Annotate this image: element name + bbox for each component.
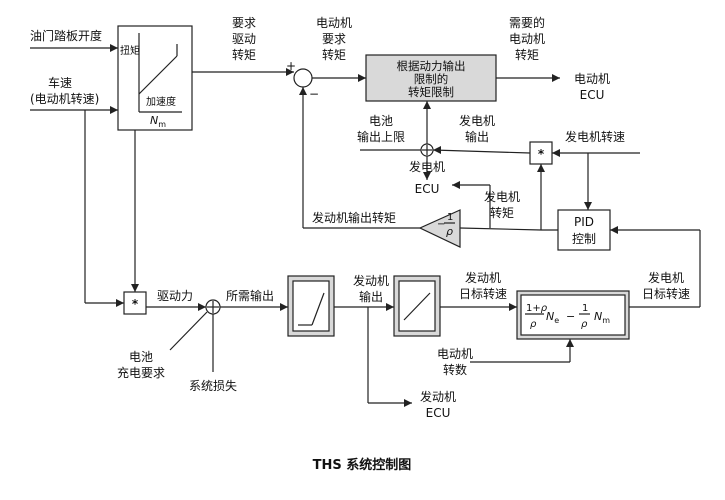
motor-speed-label-2: 转数 <box>443 362 467 377</box>
gen-out-label-2: 输出 <box>465 129 489 144</box>
drive-force-label: 驱动力 <box>157 289 193 303</box>
throttle-label: 油门踏板开度 <box>30 28 102 43</box>
engine-ecu-label-2: ECU <box>426 406 451 420</box>
svg-text:1+ρ: 1+ρ <box>526 303 548 314</box>
sys-loss-label: 系统损失 <box>189 378 237 393</box>
svg-text:−: − <box>437 219 445 230</box>
arrow-heads <box>110 44 618 407</box>
svg-text:ρ: ρ <box>530 319 537 330</box>
torque-map-block <box>117 25 193 131</box>
svg-text:ρ: ρ <box>446 225 453 238</box>
map-nm-label: Nm <box>150 114 166 129</box>
connection-lines <box>30 47 701 404</box>
motor-need-label-2: 电动机 <box>509 32 545 46</box>
motor-sum-junction <box>293 68 313 88</box>
gen-speed-label: 发电机转速 <box>565 129 625 144</box>
pid-block <box>557 209 611 251</box>
svg-text:−: − <box>566 310 575 323</box>
gain-triangle: − 1 ρ <box>418 209 461 248</box>
required-output-label: 所需输出 <box>226 288 274 303</box>
req-drive-label-2: 驱动 <box>232 32 256 46</box>
motor-speed-label-1: 电动机 <box>437 347 473 361</box>
motor-need-label-1: 需要的 <box>509 15 545 30</box>
eng-target-label-2: 日标转速 <box>459 286 507 301</box>
figure-caption: THS 系统控制图 <box>313 457 412 473</box>
eng-target-label-1: 发动机 <box>465 270 501 285</box>
gen-ecu-label-1: 发电机 <box>409 159 445 174</box>
svg-text:1: 1 <box>447 212 453 223</box>
motor-ecu-label-2: ECU <box>580 88 605 102</box>
gen-out-label-1: 发电机 <box>459 113 495 128</box>
gen-target-label-2: 日标转速 <box>642 286 690 301</box>
motor-req-label-1: 电动机 <box>316 16 352 30</box>
map-accel-label: 加速度 <box>146 95 176 108</box>
limit-box-line-2: 限制的 <box>414 72 449 86</box>
svg-text:1: 1 <box>582 303 588 314</box>
engine-out-label-1: 发动机 <box>353 273 389 288</box>
motor-req-label-3: 转矩 <box>322 47 346 62</box>
motor-need-label-3: 转矩 <box>515 47 539 62</box>
svg-text:ρ: ρ <box>581 319 588 330</box>
batt-limit-label-1: 电池 <box>369 114 393 128</box>
limit-box-line-1: 根据动力输出 <box>397 59 466 73</box>
minus-sign: − <box>309 87 319 101</box>
req-drive-label-3: 转矩 <box>232 47 256 62</box>
drive-multiply-sign: * <box>132 297 139 311</box>
batt-charge-label-2: 充电要求 <box>117 365 165 380</box>
gen-torque-label-2: 转矩 <box>490 205 514 220</box>
gen-ecu-label-2: ECU <box>415 182 440 196</box>
gen-multiply-sign: * <box>538 147 545 161</box>
engine-out-label-2: 输出 <box>359 289 383 304</box>
batt-charge-label-1: 电池 <box>129 350 153 364</box>
output-limiter-block-1 <box>287 275 335 337</box>
plus-sign: + <box>286 59 296 73</box>
motor-ecu-label-1: 电动机 <box>574 72 610 86</box>
motor-req-label-2: 要求 <box>322 32 346 46</box>
gen-torque-label-1: 发电机 <box>484 189 520 204</box>
engine-torque-label: 发动机输出转矩 <box>312 210 396 225</box>
limit-box-line-3: 转矩限制 <box>408 85 454 99</box>
output-limiter-block-2 <box>393 275 441 337</box>
pid-line-2: 控制 <box>572 232 596 246</box>
req-drive-label-1: 要求 <box>232 16 256 30</box>
pid-line-1: PID <box>574 215 594 229</box>
engine-ecu-label-1: 发动机 <box>420 389 456 404</box>
batt-limit-label-2: 输出上限 <box>357 129 405 144</box>
map-torque-label: 扭矩 <box>120 44 140 57</box>
gen-target-label-1: 发电机 <box>648 270 684 285</box>
speed-label-2: (电动机转速) <box>30 91 99 106</box>
speed-label-1: 车速 <box>48 75 72 90</box>
formula-block: 1+ρ ρ Ne − 1 ρ Nm <box>516 290 630 340</box>
